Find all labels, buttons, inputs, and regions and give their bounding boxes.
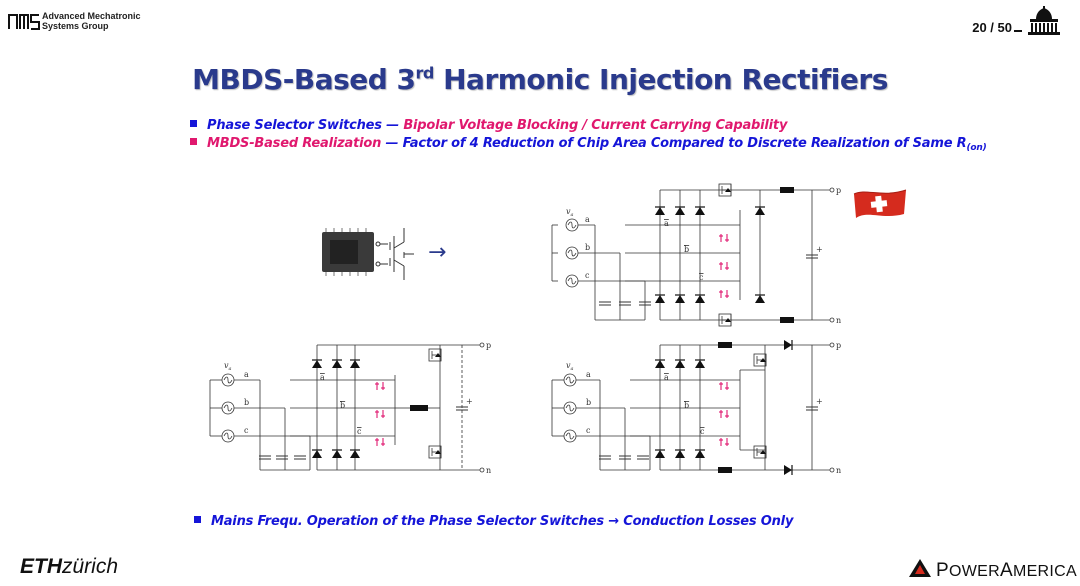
svg-text:p: p xyxy=(836,341,841,350)
svg-text:c: c xyxy=(699,273,704,282)
poweramerica-logo-icon xyxy=(909,559,931,577)
svg-text:p: p xyxy=(486,341,491,350)
svg-text:b: b xyxy=(585,243,590,252)
circuit-bottom-right: va a b c a b c p n + xyxy=(551,339,841,476)
swiss-flag-icon xyxy=(853,189,907,218)
svg-text:va: va xyxy=(224,361,232,372)
svg-text:a: a xyxy=(320,373,325,382)
bullet-square-icon xyxy=(190,138,197,145)
svg-text:a: a xyxy=(664,373,669,382)
svg-text:c: c xyxy=(585,271,590,280)
svg-text:va: va xyxy=(566,207,574,218)
eth-building-icon xyxy=(1028,6,1060,35)
svg-text:a: a xyxy=(585,215,590,224)
svg-text:a: a xyxy=(244,370,249,379)
svg-text:n: n xyxy=(836,466,841,475)
bullet-2: MBDS-Based Realization — Factor of 4 Red… xyxy=(190,136,987,153)
transition-arrow: → xyxy=(428,240,447,265)
svg-text:a: a xyxy=(664,219,669,228)
svg-text:c: c xyxy=(700,427,705,436)
svg-text:c: c xyxy=(357,427,362,436)
svg-text:+: + xyxy=(816,397,823,406)
rectifier-schematics: va a b c a b c p n + xyxy=(209,183,841,476)
bullet-square-icon xyxy=(190,120,197,127)
page-number: 20 / 50 xyxy=(972,20,1012,35)
poweramerica-text: POWERAMERICA xyxy=(936,560,1077,581)
ams-logo-icon xyxy=(8,14,40,30)
circuit-bottom-left: va a b c a b c p n + xyxy=(209,341,491,475)
svg-text:n: n xyxy=(836,316,841,325)
bullet-square-icon xyxy=(194,516,201,523)
svg-text:va: va xyxy=(566,361,574,372)
bullet-1: Phase Selector Switches — Bipolar Voltag… xyxy=(190,118,787,133)
page-underline xyxy=(1014,30,1022,32)
circuit-top-right: va a b c a b c p n + xyxy=(551,183,841,327)
svg-text:+: + xyxy=(816,245,823,254)
svg-text:b: b xyxy=(586,398,591,407)
svg-text:b: b xyxy=(684,245,689,254)
svg-text:c: c xyxy=(244,426,249,435)
svg-text:c: c xyxy=(586,426,591,435)
svg-text:a: a xyxy=(586,370,591,379)
slide-title: MBDS-Based 3rd Harmonic Injection Rectif… xyxy=(192,63,888,96)
bullet-3: Mains Frequ. Operation of the Phase Sele… xyxy=(194,514,793,529)
svg-text:p: p xyxy=(836,186,841,195)
svg-text:b: b xyxy=(684,401,689,410)
svg-text:b: b xyxy=(244,398,249,407)
svg-text:b: b xyxy=(340,401,345,410)
mbds-module-figure xyxy=(318,218,418,288)
svg-text:n: n xyxy=(486,466,491,475)
eth-zurich-logo: ETHzürich xyxy=(20,555,119,578)
svg-text:+: + xyxy=(466,397,473,406)
